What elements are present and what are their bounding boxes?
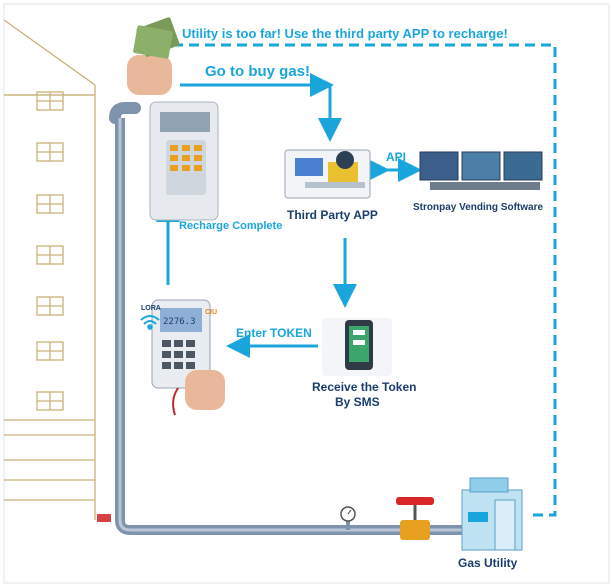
label-receive-token-line1: Receive the Token bbox=[312, 380, 417, 394]
device-screen-value: 2276.3 bbox=[163, 317, 196, 327]
third-party-app-icon bbox=[284, 149, 371, 199]
red-valve-icon bbox=[396, 497, 434, 540]
device-ciu-label: CIU bbox=[205, 309, 218, 316]
label-vending-software: Stronpay Vending Software bbox=[413, 202, 544, 213]
label-buy-gas: Go to buy gas! bbox=[205, 63, 310, 80]
wifi-icon bbox=[140, 315, 160, 330]
gas-meter-icon bbox=[149, 101, 219, 221]
label-recharge-complete: Recharge Complete bbox=[179, 220, 283, 232]
building-windows bbox=[36, 91, 64, 411]
gas-pipe bbox=[97, 102, 470, 540]
phone-sms-icon bbox=[322, 318, 392, 376]
device-lora-label: LORA bbox=[141, 305, 161, 312]
dashed-route-line bbox=[173, 43, 557, 517]
label-api: API bbox=[386, 150, 407, 164]
header-text: Utility is too far! Use the third party … bbox=[182, 26, 508, 41]
building-illustration bbox=[3, 19, 96, 520]
label-gas-utility: Gas Utility bbox=[458, 556, 518, 570]
pressure-gauge-icon bbox=[340, 506, 356, 530]
gas-utility-building-icon bbox=[461, 477, 523, 551]
label-enter-token: Enter TOKEN bbox=[236, 326, 312, 340]
label-receive-token-line2: By SMS bbox=[335, 395, 380, 409]
outer-frame bbox=[3, 3, 610, 584]
pipe-valve-small bbox=[97, 514, 111, 522]
label-third-party-app: Third Party APP bbox=[287, 208, 378, 222]
money-in-hand-icon bbox=[127, 17, 180, 95]
ciu-handheld-device-icon bbox=[151, 299, 225, 416]
vending-software-monitors-icon bbox=[419, 151, 543, 190]
